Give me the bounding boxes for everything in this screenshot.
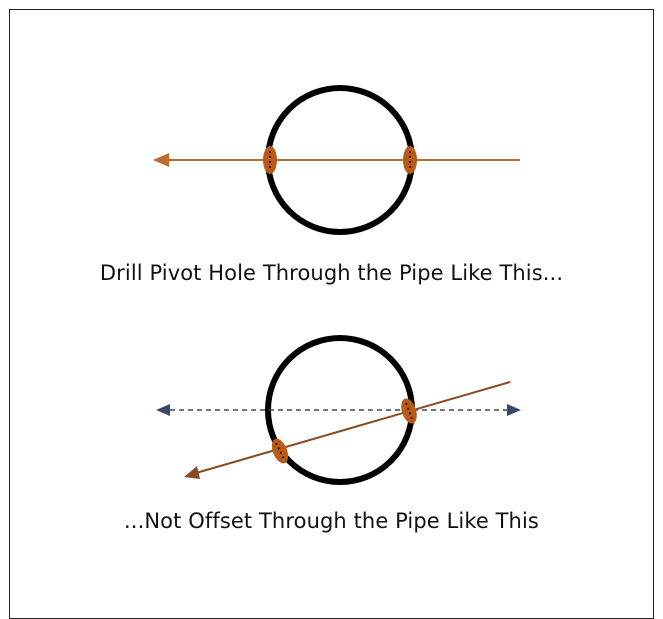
- incorrect-caption: ...Not Offset Through the Pipe Like This: [124, 509, 539, 533]
- correct-caption: Drill Pivot Hole Through the Pipe Like T…: [99, 261, 564, 285]
- offset-hole-right: [401, 398, 417, 424]
- pivot-hole-left: [263, 146, 277, 174]
- incorrect-drilling-figure: [156, 335, 521, 485]
- drill-arrowhead-top: [153, 153, 169, 167]
- offset-drill-line: [195, 381, 511, 474]
- diagram-frame: [9, 9, 654, 619]
- offset-drill-arrowhead: [184, 466, 200, 479]
- pivot-hole-right: [403, 146, 417, 174]
- centerline-arrowhead-left: [156, 404, 170, 416]
- centerline-arrowhead-right: [507, 404, 521, 416]
- correct-drilling-figure: [153, 85, 520, 235]
